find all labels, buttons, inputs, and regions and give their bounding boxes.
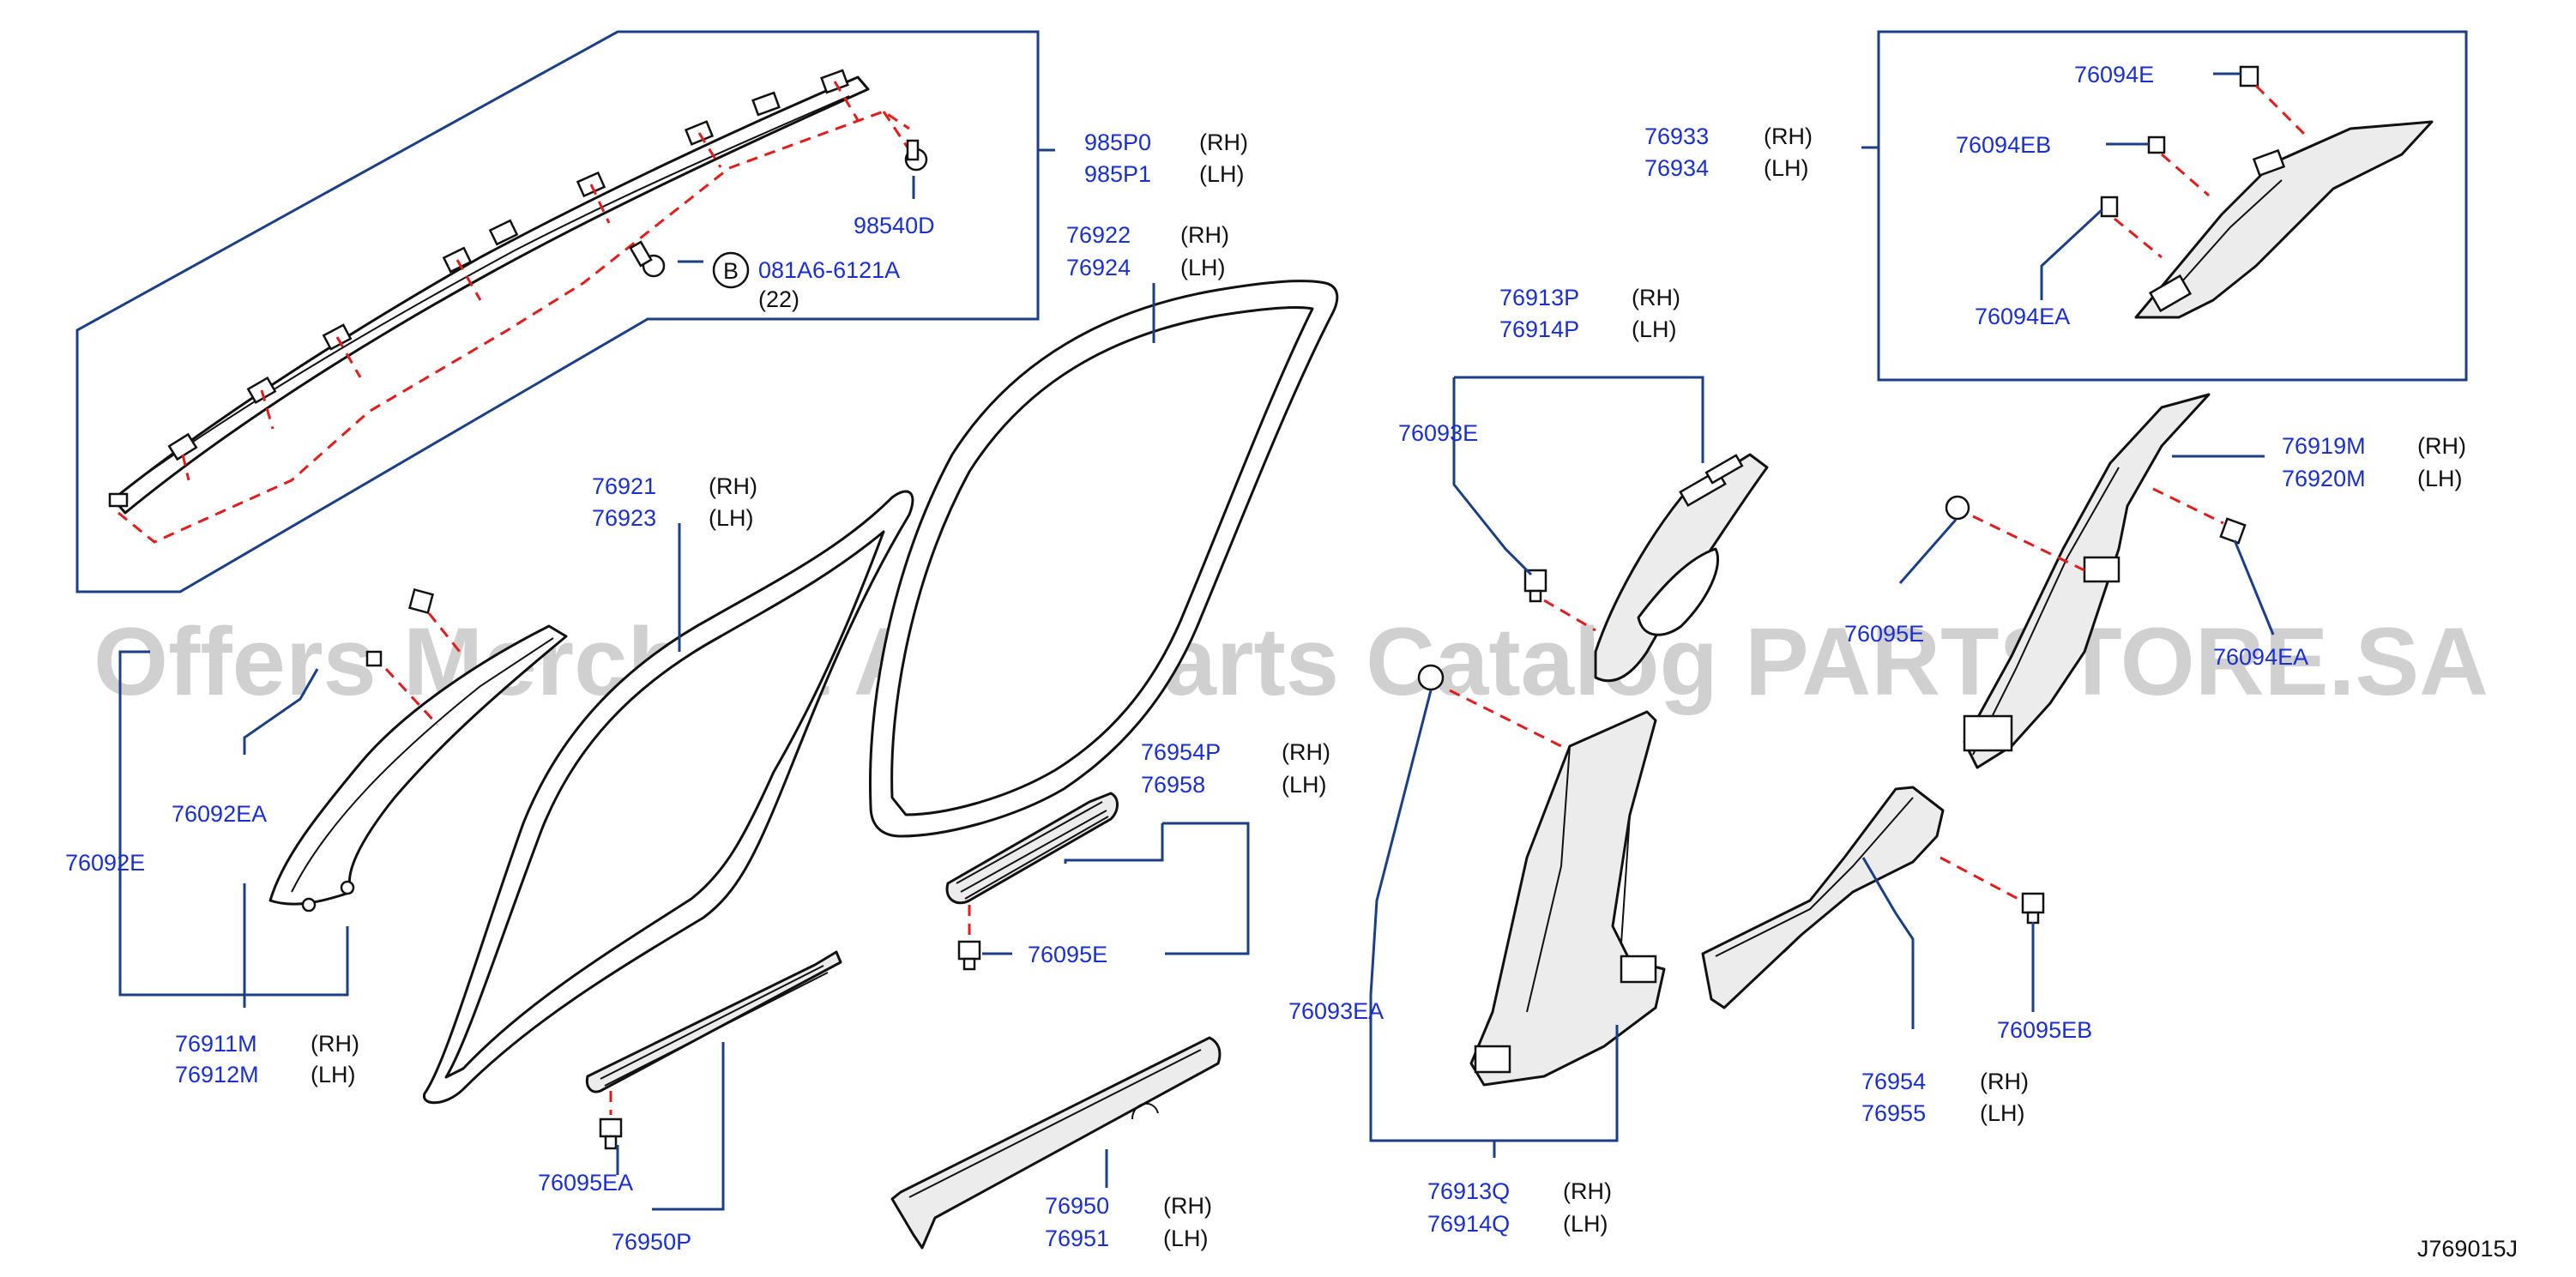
callout-76922-side: (RH) <box>1180 222 1229 248</box>
callout-76911m: 76911M <box>175 1031 257 1057</box>
callout-76923: 76923 <box>592 505 656 531</box>
callout-081a6-qty: (22) <box>758 286 799 312</box>
callout-76950p: 76950P <box>612 1229 691 1255</box>
rear-door-weatherstrip <box>869 280 1339 838</box>
callout-985p0-side: (RH) <box>1199 130 1248 155</box>
callout-76913p-side: (RH) <box>1632 285 1680 310</box>
callout-76955-side: (LH) <box>1980 1100 2025 1126</box>
kick-plate-front <box>945 792 1119 905</box>
clip-76094e <box>2239 65 2309 139</box>
callout-76914q: 76914Q <box>1427 1211 1510 1237</box>
clip-76095e-right <box>1945 495 2085 572</box>
callout-b-letter: B <box>723 258 739 284</box>
callout-76923-side: (LH) <box>709 505 754 531</box>
callout-76095e-right: 76095E <box>1844 621 1924 647</box>
airbag-bolt <box>882 111 928 172</box>
clip-76095ea <box>599 1091 623 1150</box>
callout-76913q-side: (RH) <box>1563 1178 1612 1204</box>
callout-76920m: 76920M <box>2282 466 2366 491</box>
bolt-b-callout: B <box>712 251 750 289</box>
callout-76095eb: 76095EB <box>1997 1017 2092 1043</box>
callout-76951: 76951 <box>1045 1226 1109 1251</box>
callout-76919m: 76919M <box>2282 433 2366 459</box>
callout-76954: 76954 <box>1861 1069 1926 1094</box>
callout-76921: 76921 <box>592 473 656 499</box>
callout-76920m-side: (LH) <box>2417 466 2463 491</box>
clip-76095eb <box>1940 856 2045 925</box>
callout-76951-side: (LH) <box>1163 1226 1209 1251</box>
callout-76950: 76950 <box>1045 1193 1109 1219</box>
clip-76095e <box>957 905 981 971</box>
b-pillar-lower-finisher <box>1469 710 1666 1087</box>
callout-76933: 76933 <box>1644 123 1709 149</box>
a-pillar-finisher <box>268 624 568 913</box>
front-sill-finisher <box>585 950 842 1093</box>
callout-98540d: 98540D <box>854 213 935 238</box>
callout-76954p: 76954P <box>1141 739 1221 765</box>
callout-76950-side: (RH) <box>1163 1193 1212 1219</box>
clip-a-pillar-upper <box>407 587 465 657</box>
callout-76093e: 76093E <box>1398 420 1478 446</box>
callout-76092ea: 76092EA <box>172 801 267 827</box>
callout-76933-side: (RH) <box>1764 123 1813 149</box>
callout-76921-side: (RH) <box>709 473 757 499</box>
callout-76919m-side: (RH) <box>2417 433 2466 459</box>
callout-76094eb: 76094EB <box>1956 132 2051 158</box>
callout-76954-side: (RH) <box>1980 1069 2029 1094</box>
callout-76093ea: 76093EA <box>1288 998 1384 1024</box>
callout-985p1: 985P1 <box>1084 161 1151 187</box>
clip-76094ea <box>2100 196 2163 259</box>
clip-76094eb <box>2147 136 2210 197</box>
callout-081a6-6121a: 081A6-6121A <box>758 257 900 283</box>
c-pillar-finisher <box>2134 120 2434 319</box>
b-pillar-upper-finisher <box>1594 453 1769 683</box>
callout-76914q-side: (LH) <box>1563 1211 1608 1237</box>
callout-76922: 76922 <box>1066 222 1131 248</box>
callout-76934: 76934 <box>1644 155 1709 181</box>
clip-76093ea <box>1417 664 1562 748</box>
callout-76958: 76958 <box>1141 772 1205 798</box>
callout-76955: 76955 <box>1861 1100 1926 1126</box>
callout-76914p-side: (LH) <box>1632 316 1677 342</box>
callout-76924-side: (LH) <box>1180 255 1226 280</box>
callout-985p1-side: (LH) <box>1199 161 1245 187</box>
callout-76913q: 76913Q <box>1427 1178 1510 1204</box>
rear-kick-plate <box>1701 786 1945 1009</box>
callout-985p0: 985P0 <box>1084 130 1151 155</box>
callout-76095e: 76095E <box>1028 942 1107 967</box>
callout-76934-side: (LH) <box>1764 155 1809 181</box>
callout-76912m-side: (LH) <box>311 1062 356 1087</box>
clip-76094ea-right <box>2152 487 2247 545</box>
curtain-airbag <box>108 69 928 544</box>
airbag-frame <box>75 30 1040 593</box>
callout-76095ea: 76095EA <box>538 1170 633 1196</box>
callout-76958-side: (LH) <box>1282 772 1327 798</box>
callout-76914p: 76914P <box>1499 316 1579 342</box>
bolt-b-part <box>629 240 666 278</box>
callout-76094ea: 76094EA <box>1975 304 2070 329</box>
callout-76094e: 76094E <box>2074 62 2154 87</box>
leader-lines <box>118 72 2275 1211</box>
diagram-ref-code: J769015J <box>2417 1236 2518 1262</box>
d-pillar-finisher <box>1963 393 2211 769</box>
callout-76924: 76924 <box>1066 255 1131 280</box>
callout-76912m: 76912M <box>175 1062 259 1087</box>
rear-sill-plate <box>890 1036 1222 1250</box>
clip-a-pillar-mid <box>365 650 439 726</box>
callout-76094ea-right: 76094EA <box>2213 644 2308 670</box>
c-pillar-frame <box>1877 30 2468 382</box>
callout-76913p: 76913P <box>1499 285 1579 310</box>
callout-76954p-side: (RH) <box>1282 739 1330 765</box>
front-door-weatherstrip <box>423 490 914 1105</box>
callout-76911m-side: (RH) <box>311 1031 359 1057</box>
callout-76092e: 76092E <box>65 850 145 876</box>
